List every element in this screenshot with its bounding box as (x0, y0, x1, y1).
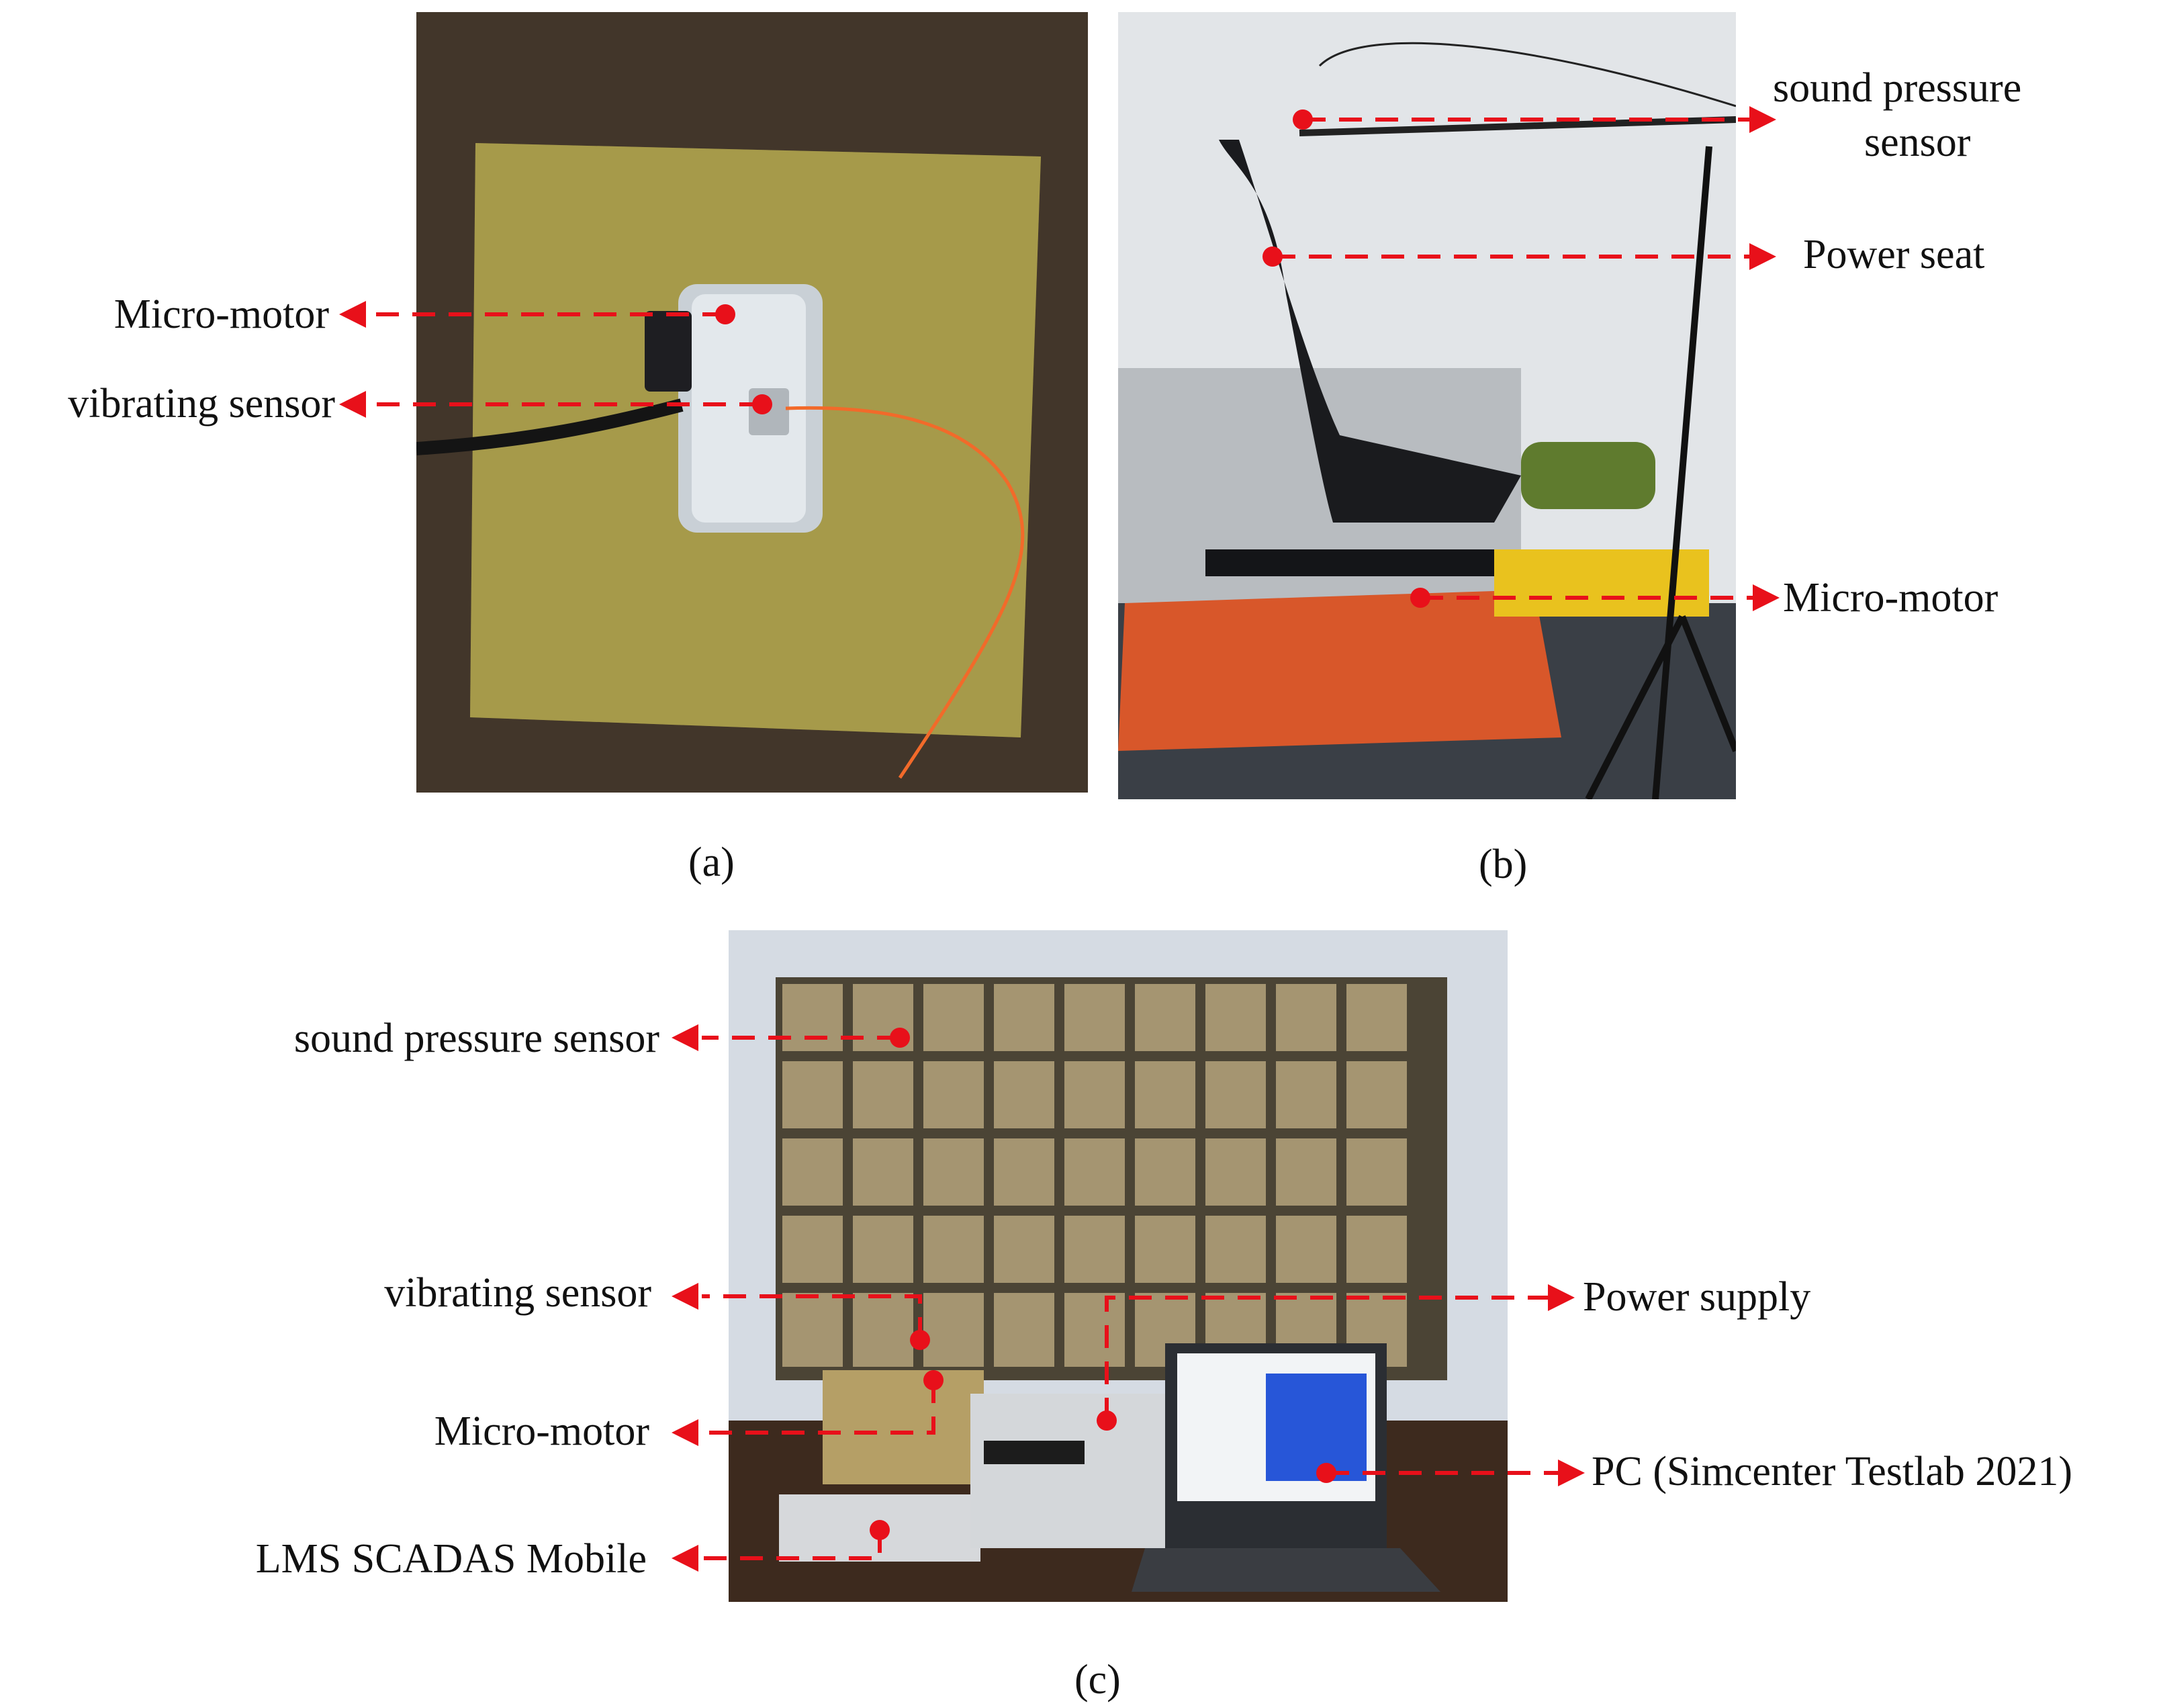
red-arrowhead-icon (1558, 1459, 1585, 1486)
red-arrowhead-icon (672, 1545, 698, 1572)
red-arrowhead-icon (339, 301, 366, 328)
label-a-micro-motor: Micro-motor (113, 291, 329, 337)
label-c-power-supply: Power supply (1583, 1274, 1811, 1320)
label-b-micro-motor: Micro-motor (1783, 575, 1999, 621)
red-arrowhead-icon (672, 1283, 698, 1310)
caption-b: (b) (1479, 842, 1528, 887)
caption-a: (a) (688, 840, 735, 885)
label-b-sound-pressure-line1: sound pressure (1773, 65, 2022, 111)
label-b-sound-pressure-line2: sensor (1864, 120, 1971, 165)
label-c-micro-motor: Micro-motor (434, 1408, 649, 1454)
label-c-pc: PC (Simcenter Testlab 2021) (1592, 1449, 2073, 1494)
red-arrowhead-icon (1749, 106, 1776, 133)
red-arrowhead-icon (1749, 243, 1776, 270)
photo-b-power-seat (1118, 12, 1736, 799)
label-b-power-seat: Power seat (1803, 232, 1985, 277)
photo-a-micro-motor-on-foam (416, 12, 1088, 793)
caption-c: (c) (1074, 1657, 1121, 1703)
red-arrowhead-icon (672, 1419, 698, 1446)
label-a-vibrating-sensor: vibrating sensor (68, 381, 335, 426)
label-c-sound-pressure-sensor: sound pressure sensor (293, 1016, 659, 1061)
photo-c-test-bench (729, 930, 1508, 1602)
red-arrowhead-icon (1548, 1284, 1575, 1311)
red-arrowhead-icon (672, 1024, 698, 1051)
red-arrowhead-icon (339, 391, 366, 418)
label-c-vibrating-sensor: vibrating sensor (384, 1270, 651, 1316)
red-arrowhead-icon (1753, 584, 1780, 611)
label-c-lms-scadas-mobile: LMS SCADAS Mobile (255, 1536, 647, 1582)
